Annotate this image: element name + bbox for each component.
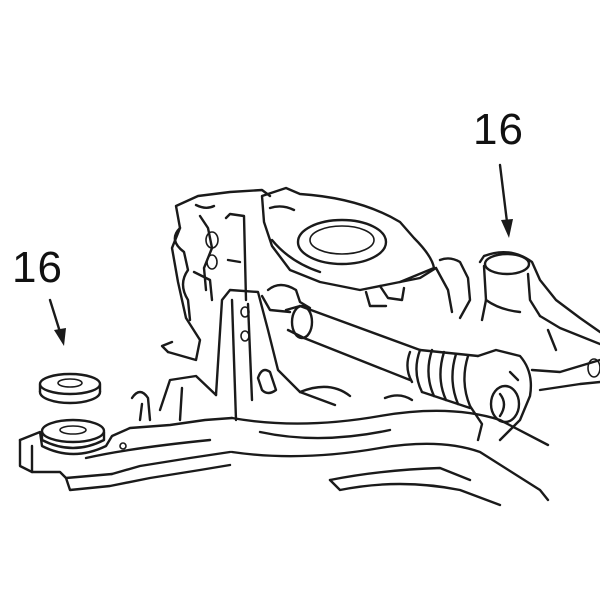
knuckle-left (160, 188, 272, 362)
callout-label-left: 16 (12, 243, 63, 292)
spring-seat (260, 186, 438, 308)
subframe-body (18, 288, 550, 507)
leader-arrow-left (48, 298, 66, 346)
bushing-left-upper (38, 372, 102, 405)
knuckle-right (434, 250, 600, 442)
callout-label-right: 16 (473, 105, 524, 154)
drive-shaft (260, 283, 480, 410)
leader-arrow-right (498, 163, 513, 238)
bushing-left-lower (40, 418, 106, 450)
